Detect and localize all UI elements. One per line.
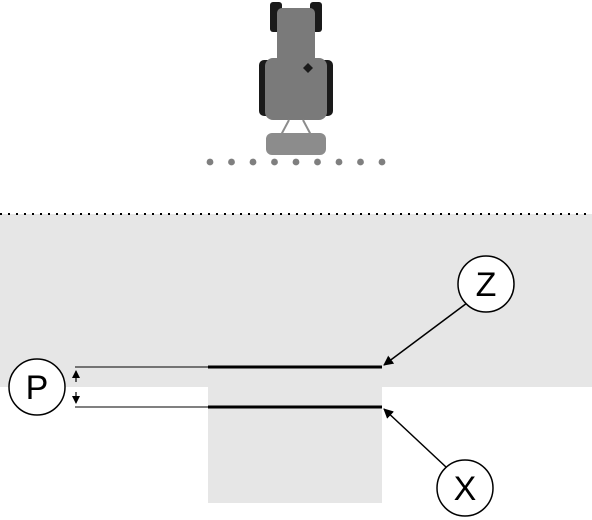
boom-nozzle-dot <box>314 158 321 166</box>
callout-p-label: P <box>26 369 49 407</box>
callout-z-leader <box>383 302 468 366</box>
boom-nozzle-dot <box>206 158 214 166</box>
boom-nozzle-dot <box>228 158 235 166</box>
boom-nozzles <box>206 158 386 166</box>
boom-nozzle-dot <box>292 158 300 166</box>
callout-p: P <box>8 358 66 416</box>
callout-z-label: Z <box>476 266 497 304</box>
boom-nozzle-dot <box>357 158 364 166</box>
callout-x-circle <box>436 459 494 517</box>
untreated-strip-area <box>208 387 382 503</box>
boom-nozzle-dot <box>335 158 343 166</box>
callout-x-leader <box>383 408 447 468</box>
tractor-icon <box>259 2 333 155</box>
callout-x: X <box>383 408 494 517</box>
boom-nozzle-dot <box>378 158 386 166</box>
boom-nozzle-dot <box>249 158 257 166</box>
boom-nozzle-dot <box>271 158 278 166</box>
callout-x-label: X <box>454 470 477 508</box>
callout-p-circle <box>8 358 66 416</box>
callout-z: Z <box>383 255 515 366</box>
callout-z-circle <box>457 255 515 313</box>
